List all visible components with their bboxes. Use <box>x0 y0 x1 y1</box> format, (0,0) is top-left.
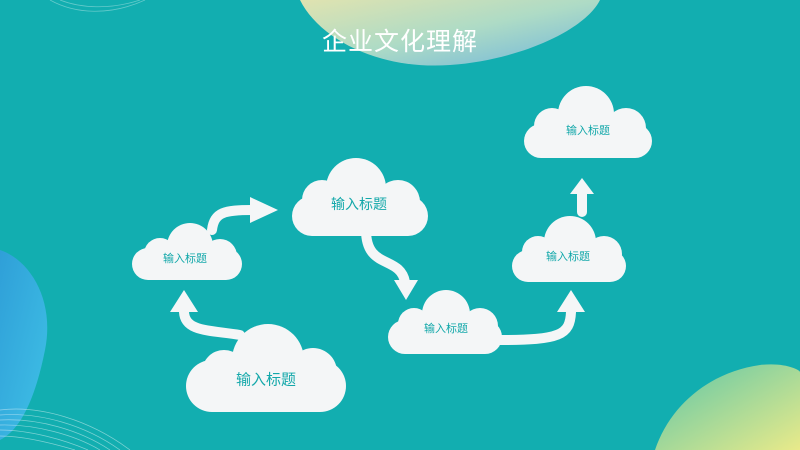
cloud-top-right <box>524 86 652 158</box>
arrow-3-head <box>394 280 418 300</box>
left-blob-shape <box>0 250 48 440</box>
cloud-label-top-right: 输入标题 <box>566 124 610 137</box>
cloud-label-middle-low: 输入标题 <box>424 322 468 335</box>
cloud-label-right-middle: 输入标题 <box>546 250 590 263</box>
top-blob-shape <box>300 0 600 66</box>
arrow-4 <box>495 307 576 345</box>
bottom-left-lines <box>0 408 131 450</box>
cloud-label-bottom: 输入标题 <box>235 370 297 389</box>
cloud-left <box>132 223 242 280</box>
arrow-2-head <box>250 197 278 223</box>
arrow-4-head <box>557 290 585 312</box>
cloud-top-middle <box>292 158 428 236</box>
slide-title: 企业文化理解 <box>321 27 478 56</box>
top-left-lines <box>49 0 146 12</box>
arrow-1-head <box>170 290 198 312</box>
arrow-5-head <box>570 178 594 194</box>
cloud-label-top-middle: 输入标题 <box>331 197 387 213</box>
bottom-right-blob-shape <box>655 364 800 450</box>
arrow-3 <box>361 225 410 287</box>
cloud-right-middle <box>512 216 626 282</box>
arrow-1 <box>179 307 245 340</box>
cloud-bottom <box>186 324 346 412</box>
arrow-2 <box>207 205 257 235</box>
cloud-label-left: 输入标题 <box>163 252 207 265</box>
cloud-middle-low <box>388 290 502 354</box>
